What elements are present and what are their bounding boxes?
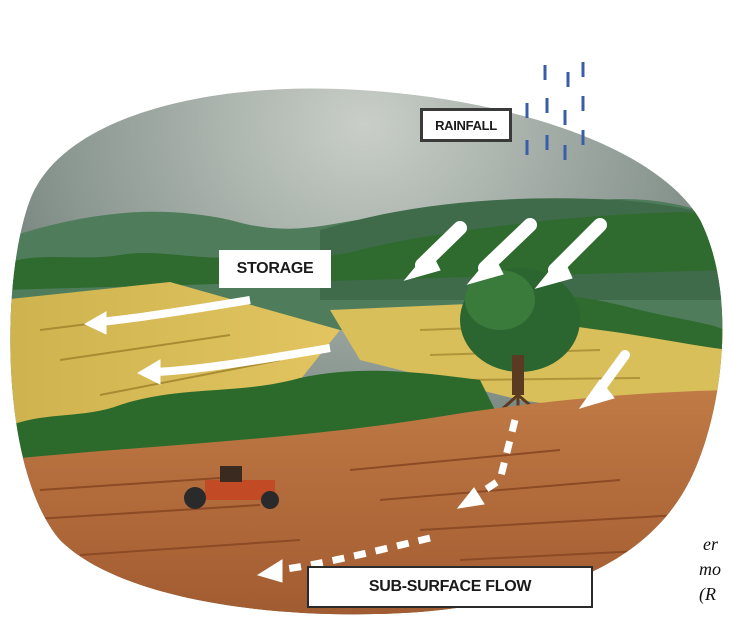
cropped-text-line-2: mo xyxy=(699,559,721,579)
tree xyxy=(460,268,580,425)
tree-line-top xyxy=(10,212,723,290)
rain-icon xyxy=(525,62,585,160)
field-left xyxy=(10,282,340,440)
cropped-text-line-1: er xyxy=(703,534,718,554)
rainfall-label: RAINFALL xyxy=(420,108,512,142)
storage-label: STORAGE xyxy=(219,250,331,288)
tractor xyxy=(184,466,279,509)
soil xyxy=(10,390,723,615)
flow-arrows xyxy=(83,218,630,583)
tree-band xyxy=(10,370,500,470)
cropped-text-line-3: (R xyxy=(699,584,716,604)
subsurface-flow-label: SUB-SURFACE FLOW xyxy=(307,566,593,608)
